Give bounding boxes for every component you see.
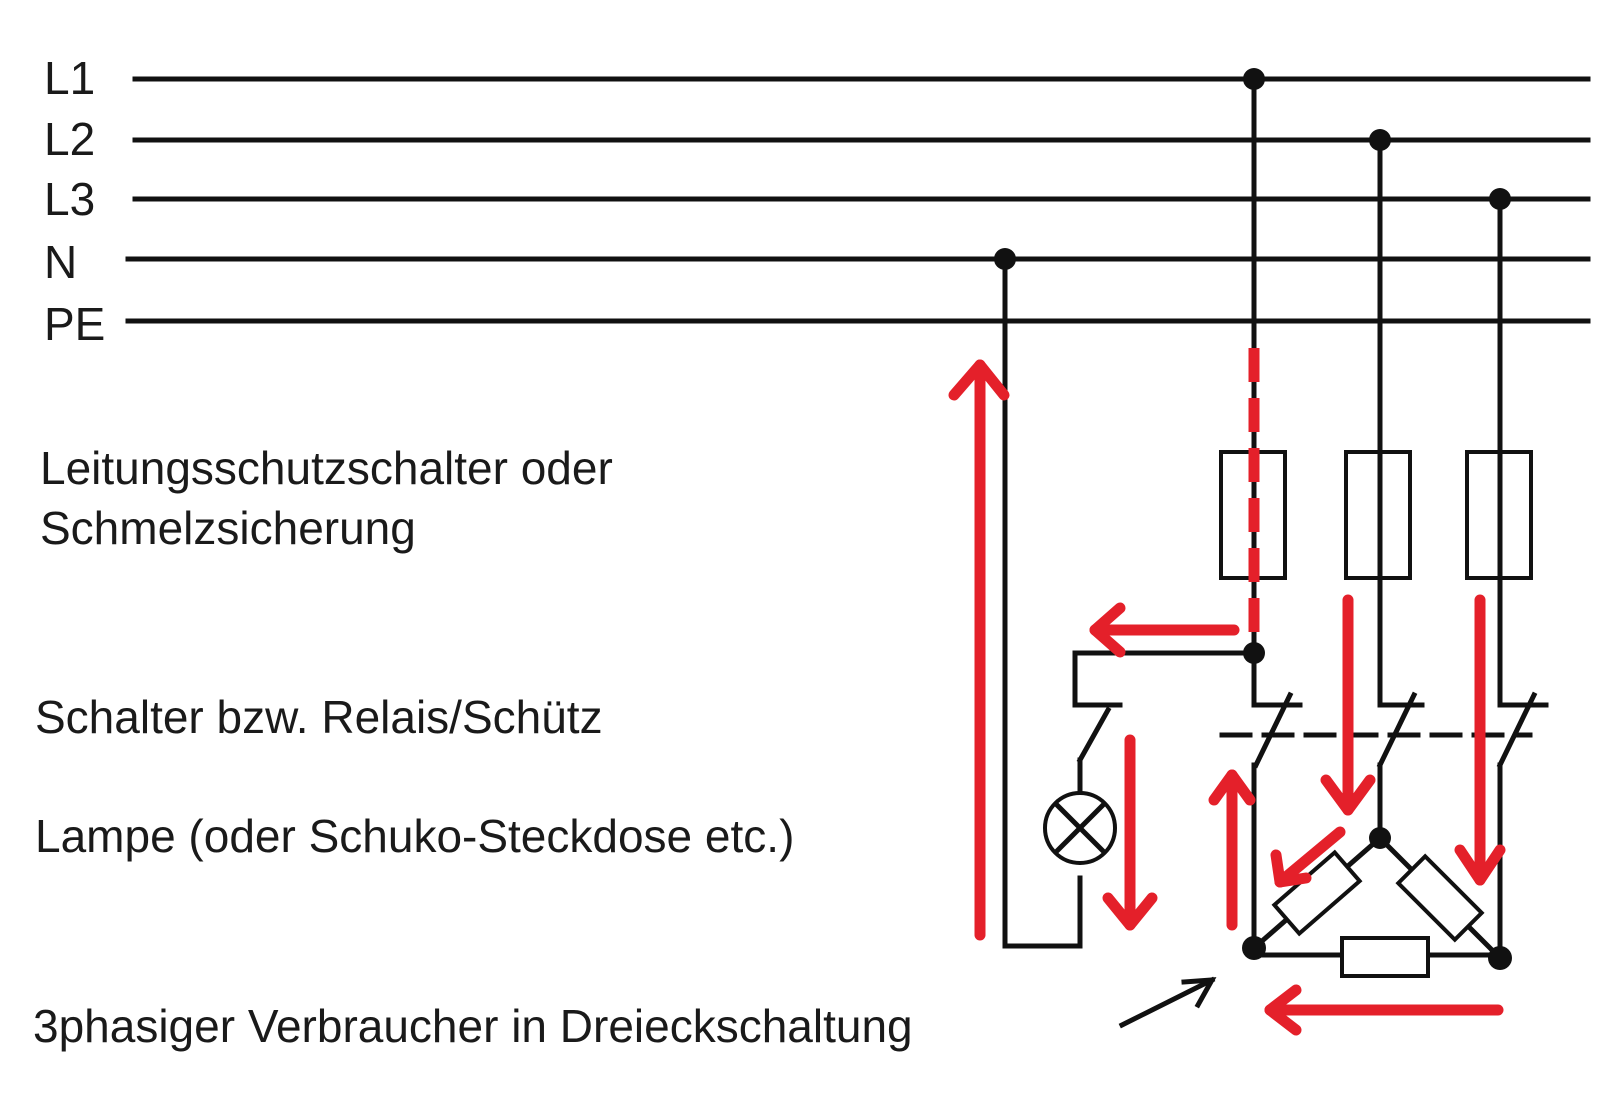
delta-resistor-right bbox=[1395, 853, 1485, 943]
current-arrow-l2-down-head bbox=[1320, 774, 1376, 816]
rail-label-n: N bbox=[44, 236, 77, 288]
delta-node-left bbox=[1242, 936, 1266, 960]
consumer-pointer-head bbox=[1181, 977, 1217, 1009]
breaker-label-line1: Leitungsschutzschalter oder bbox=[40, 442, 613, 494]
switch-l2-contact bbox=[1376, 691, 1418, 769]
delta-resistor-left bbox=[1271, 849, 1363, 937]
current-arrow-delta-left-head bbox=[1270, 849, 1312, 888]
current-arrow-l1-up-head bbox=[1208, 769, 1256, 806]
lamp-feed-wire bbox=[1072, 650, 1257, 708]
current-arrow-lamp-down-head bbox=[1102, 892, 1158, 931]
current-arrow-delta-left bbox=[1274, 826, 1346, 888]
switch-label: Schalter bzw. Relais/Schütz bbox=[35, 691, 603, 743]
lamp-label: Lampe (oder Schuko-Steckdose etc.) bbox=[35, 810, 794, 862]
lamp-cross-b bbox=[1052, 800, 1108, 856]
delta-node-top bbox=[1369, 827, 1391, 849]
rail-label-l3: L3 bbox=[44, 173, 95, 225]
lamp-switch-contact bbox=[1076, 706, 1112, 764]
current-arrow-l3-down-head bbox=[1454, 844, 1506, 886]
consumer-pointer-line bbox=[1118, 976, 1216, 1029]
neutral-wire bbox=[1002, 256, 1083, 949]
rail-label-l2: L2 bbox=[44, 113, 95, 165]
switch-l1-contact bbox=[1252, 691, 1294, 769]
delta-node-right bbox=[1488, 946, 1512, 970]
breaker-label-line2: Schmelzsicherung bbox=[40, 502, 416, 554]
switch-l3-contact bbox=[1496, 691, 1538, 769]
current-arrow-bottom-left-head bbox=[1264, 984, 1302, 1036]
current-arrow-neutral-up-head bbox=[948, 359, 1010, 401]
rail-label-pe: PE bbox=[44, 298, 105, 350]
rail-label-l1: L1 bbox=[44, 52, 95, 104]
current-arrow-to-lamp-head bbox=[1089, 602, 1126, 658]
consumer-label: 3phasiger Verbraucher in Dreieckschaltun… bbox=[33, 1000, 913, 1052]
delta-resistor-bottom bbox=[1340, 936, 1430, 978]
